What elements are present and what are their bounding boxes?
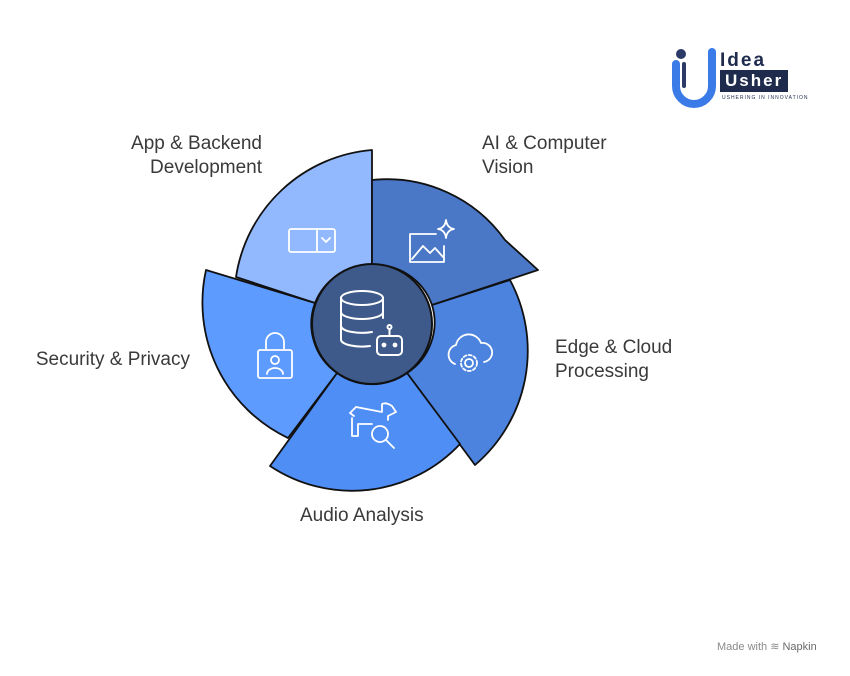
label-line: Audio Analysis <box>300 505 424 526</box>
label-audio-analysis: Audio Analysis <box>300 504 424 528</box>
label-ai-vision: AI & Computer Vision <box>482 132 607 180</box>
database-bot-icon <box>340 290 403 356</box>
label-line: App & Backend <box>131 133 262 154</box>
label-line: Processing <box>555 361 649 382</box>
label-line: AI & Computer <box>482 133 607 154</box>
cloud-gear-icon <box>447 333 493 372</box>
made-with-napkin: Made with ≋ Napkin <box>717 640 817 653</box>
logo-line2: Usher <box>720 70 789 92</box>
footer-prefix: Made with <box>717 641 768 653</box>
idea-usher-logo-mark <box>672 48 716 108</box>
label-line: Security & Privacy <box>35 349 190 370</box>
label-line: Edge & Cloud <box>555 337 673 358</box>
label-app-backend: App & Backend Development <box>100 132 262 180</box>
idea-usher-logo: Idea Usher USHERING IN INNOVATION <box>670 46 820 106</box>
footer-brand: Napkin <box>782 641 817 653</box>
segment-edge-cloud <box>406 279 529 466</box>
dog-search-icon <box>349 402 397 449</box>
label-line: Vision <box>482 157 534 178</box>
napkin-icon: ≋ <box>770 641 780 653</box>
dropdown-select-icon <box>288 228 336 253</box>
logo-tagline: USHERING IN INNOVATION <box>722 95 809 101</box>
label-security-privacy: Security & Privacy <box>10 348 190 372</box>
label-edge-cloud: Edge & Cloud Processing <box>555 336 672 384</box>
image-sparkle-icon <box>409 219 455 263</box>
label-line: Development <box>150 157 262 178</box>
logo-line1: Idea <box>720 50 767 71</box>
lock-user-icon <box>257 332 293 379</box>
hub-circle <box>311 263 433 385</box>
